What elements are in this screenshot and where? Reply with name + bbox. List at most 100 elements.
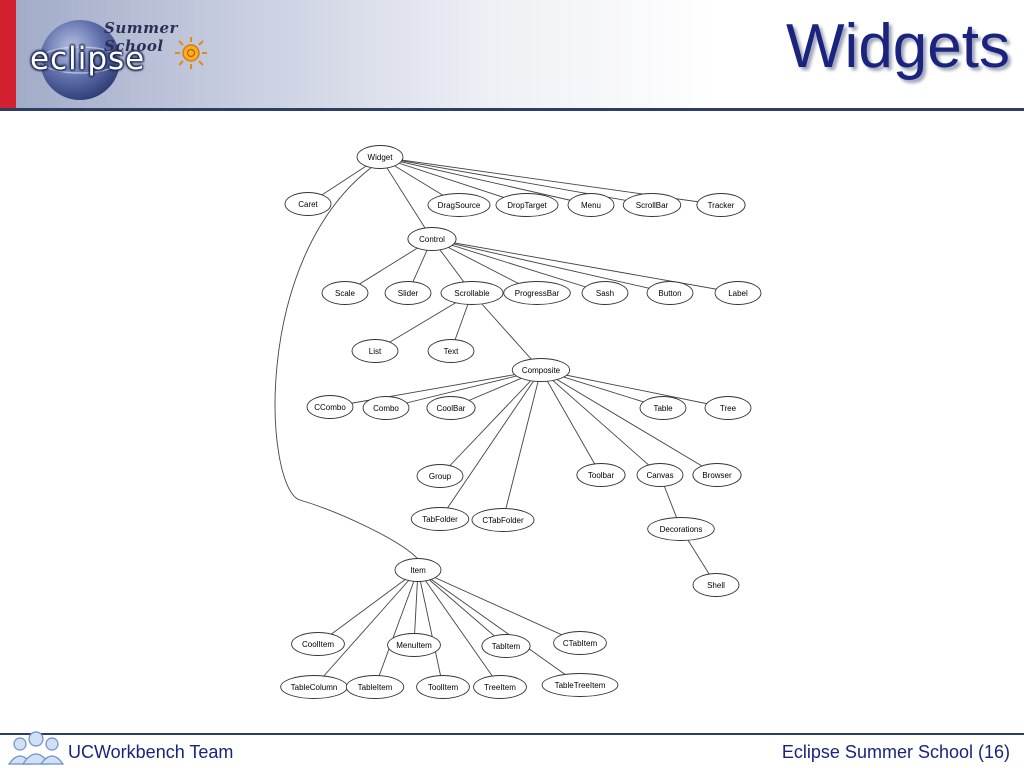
footer-team-name: UCWorkbench Team [68, 742, 234, 762]
node-tabfolder: TabFolder [410, 507, 470, 531]
node-tabitem-shape [481, 634, 531, 658]
node-decorations-label: Decorations [660, 525, 703, 534]
node-scrollable-label: Scrollable [454, 289, 490, 298]
node-group: Group [416, 464, 464, 488]
node-toolbar-shape [576, 463, 626, 487]
footer-slide-number: Eclipse Summer School (16) [781, 742, 1010, 762]
node-item: Item [394, 558, 442, 582]
node-ctabfolder-label: CTabFolder [482, 516, 524, 525]
node-list: List [351, 339, 399, 363]
node-coolitem: CoolItem [291, 632, 345, 656]
edge-composite-tabfolder [439, 369, 542, 520]
node-slider-label: Slider [398, 289, 419, 298]
node-table-shape [639, 396, 687, 420]
node-droptarget-shape [495, 193, 559, 217]
node-label-label: Label [728, 289, 748, 298]
node-button-shape [646, 281, 694, 305]
eclipse-sun-icon [175, 37, 207, 69]
node-coolbar-shape [426, 396, 476, 420]
node-tracker-shape [696, 193, 746, 217]
edge-item-menuitem [413, 569, 419, 646]
node-coolitem-label: CoolItem [302, 640, 334, 649]
node-browser: Browser [692, 463, 742, 487]
edge-item-tableitem [374, 569, 419, 688]
node-shell: Shell [692, 573, 740, 597]
node-combo: Combo [362, 396, 410, 420]
edge-composite-combo [385, 369, 542, 409]
node-scrollable: Scrollable [440, 281, 504, 305]
edge-composite-browser [540, 369, 718, 476]
node-slider: Slider [384, 281, 432, 305]
node-button-label: Button [658, 289, 681, 298]
node-ctabitem-shape [553, 631, 607, 655]
node-coolitem-shape [291, 632, 345, 656]
node-label-shape [714, 281, 762, 305]
edge-widget-control [379, 156, 433, 240]
node-progressbar-shape [503, 281, 571, 305]
node-toolitem: ToolItem [416, 675, 470, 699]
edge-item-tabletreeitem [417, 569, 581, 686]
edge-composite-ctabfolder [502, 369, 542, 521]
eclipse-globe-icon [39, 20, 121, 100]
node-menuitem-label: MenuItem [396, 641, 432, 650]
edge-control-button [431, 238, 671, 294]
node-button: Button [646, 281, 694, 305]
node-menuitem-shape [387, 633, 441, 657]
node-tabitem: TabItem [481, 634, 531, 658]
node-scale-shape [321, 281, 369, 305]
node-scrollbar-shape [622, 193, 682, 217]
node-scrollable-shape [440, 281, 504, 305]
node-caret-label: Caret [298, 200, 318, 209]
node-canvas-label: Canvas [646, 471, 673, 480]
node-tree-label: Tree [720, 404, 737, 413]
node-progressbar: ProgressBar [503, 281, 571, 305]
node-decorations: Decorations [647, 517, 715, 541]
node-combo-label: Combo [373, 404, 399, 413]
node-toolitem-shape [416, 675, 470, 699]
node-shell-label: Shell [707, 581, 725, 590]
node-widget-label: Widget [368, 153, 394, 162]
node-scrollbar: ScrollBar [622, 193, 682, 217]
node-sash: Sash [581, 281, 629, 305]
node-tablecolumn-label: TableColumn [291, 683, 338, 692]
slide-header: Summer School eclipse Widgets [0, 0, 1024, 111]
node-canvas-shape [636, 463, 684, 487]
node-caret: Caret [284, 192, 332, 216]
edge-item-tabitem [417, 569, 507, 647]
edge-widget-droptarget [379, 156, 528, 206]
header-red-bar [0, 0, 16, 108]
node-tabletreeitem: TableTreeItem [541, 673, 619, 697]
node-ctabitem: CTabItem [553, 631, 607, 655]
node-treeitem: TreeItem [473, 675, 527, 699]
logo-eclipse-text: eclipse [30, 41, 146, 77]
node-tabletreeitem-shape [541, 673, 619, 697]
node-progressbar-label: ProgressBar [515, 289, 560, 298]
edge-item-ctabitem [417, 569, 581, 644]
node-item-label: Item [410, 566, 426, 575]
edge-widget-item [274, 166, 419, 560]
node-tableitem-label: TableItem [358, 683, 393, 692]
node-tabletreeitem-label: TableTreeItem [555, 681, 606, 690]
node-tablecolumn: TableColumn [280, 675, 348, 699]
node-composite-shape [511, 358, 571, 382]
node-ccombo-shape [306, 395, 354, 419]
node-tableitem: TableItem [345, 675, 405, 699]
node-combo-shape [362, 396, 410, 420]
node-coolbar-label: CoolBar [437, 404, 466, 413]
edge-item-toolitem [417, 569, 444, 688]
node-ctabfolder: CTabFolder [471, 508, 535, 532]
node-control: Control [407, 227, 457, 251]
node-droptarget: DropTarget [495, 193, 559, 217]
node-menuitem: MenuItem [387, 633, 441, 657]
node-decorations-shape [647, 517, 715, 541]
node-treeitem-shape [473, 675, 527, 699]
edge-item-treeitem [417, 569, 501, 688]
node-dragsource: DragSource [427, 193, 491, 217]
eclipse-summer-school-logo: Summer School eclipse [22, 8, 232, 104]
edge-composite-group [439, 369, 542, 477]
node-table-label: Table [653, 404, 673, 413]
node-menu: Menu [567, 193, 615, 217]
node-control-shape [407, 227, 457, 251]
node-droptarget-label: DropTarget [507, 201, 547, 210]
